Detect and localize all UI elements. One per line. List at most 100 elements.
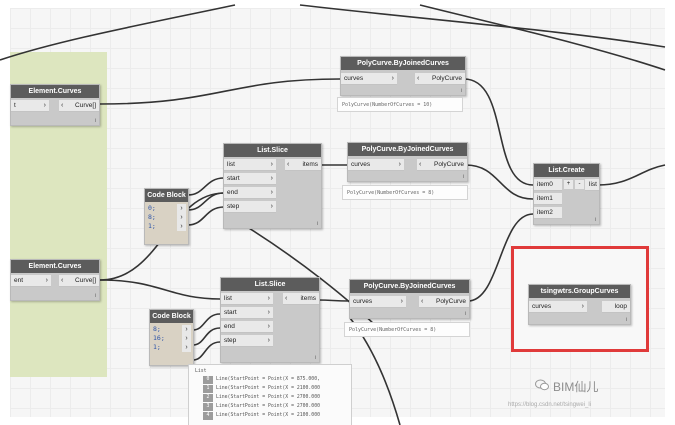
output-port[interactable]: ‹PolyCurve <box>415 73 465 85</box>
chevron-right-icon: › <box>267 309 270 316</box>
wire <box>463 78 534 186</box>
code-line[interactable]: 8; <box>148 213 156 221</box>
chevron-right-icon: › <box>267 337 270 344</box>
node-title: Code Block <box>145 189 188 202</box>
chevron-left-icon: ‹ <box>61 277 64 284</box>
code-block-node-bottom[interactable]: Code Block 8; 16; 1; › › › <box>149 309 194 366</box>
code-line[interactable]: 0; <box>148 204 156 212</box>
watermark-brand: BIM仙儿 <box>553 380 599 394</box>
polycurve-node-top[interactable]: PolyCurve.ByJoinedCurves curves› ‹PolyCu… <box>340 56 466 96</box>
chevron-right-icon: › <box>398 161 401 168</box>
code-block-node-top[interactable]: Code Block 0; 8; 1; › › › <box>144 188 189 245</box>
chevron-right-icon: › <box>581 303 584 310</box>
node-info-icon: i <box>625 317 627 323</box>
wire <box>99 78 341 105</box>
wechat-icon <box>535 379 549 391</box>
node-info-icon: i <box>94 293 96 299</box>
polycurve-node-bottom[interactable]: PolyCurve.ByJoinedCurves curves› ‹PolyCu… <box>349 279 470 319</box>
wire <box>317 299 350 302</box>
chevron-right-icon: › <box>391 75 394 82</box>
chevron-right-icon: › <box>270 203 273 210</box>
output-port-arrow-icon[interactable]: › <box>177 222 186 231</box>
chevron-right-icon: › <box>45 277 48 284</box>
output-port-arrow-icon[interactable]: › <box>177 213 186 222</box>
node-info-icon: i <box>464 311 466 317</box>
node-title: List.Create <box>534 164 599 177</box>
element-curves-node-bottom[interactable]: Element.Curves ent› ‹Curve[] i <box>10 259 100 301</box>
output-port[interactable]: ‹items <box>285 159 321 171</box>
list-create-node[interactable]: List.Create item0 item1 item2 + - list i <box>533 163 600 225</box>
node-title: List.Slice <box>224 144 321 157</box>
node-title: tsingwtrs.GroupCurves <box>529 285 630 298</box>
node-title: Element.Curves <box>11 260 99 273</box>
output-port[interactable]: ‹PolyCurve <box>417 159 467 171</box>
node-info-icon: i <box>460 88 462 94</box>
list-preview-title: List <box>195 369 207 374</box>
remove-input-button[interactable]: - <box>575 180 584 189</box>
chevron-left-icon: ‹ <box>287 161 290 168</box>
input-port-item0[interactable]: item0 <box>534 179 562 191</box>
input-port[interactable]: curves› <box>529 301 587 313</box>
list-slice-node-bottom[interactable]: List.Slice list› start› end› step› ‹item… <box>220 277 320 363</box>
chevron-left-icon: ‹ <box>421 298 424 305</box>
input-port-list[interactable]: list› <box>224 159 276 171</box>
wire <box>99 279 221 300</box>
input-port-list[interactable]: list› <box>221 293 273 305</box>
polycurve-node-mid[interactable]: PolyCurve.ByJoinedCurves curves› ‹PolyCu… <box>347 142 468 182</box>
wire <box>467 213 534 302</box>
input-port-end[interactable]: end› <box>224 187 276 199</box>
input-port-item1[interactable]: item1 <box>534 193 562 205</box>
code-line[interactable]: 8; <box>153 325 161 333</box>
chevron-right-icon: › <box>270 189 273 196</box>
wire <box>192 313 221 331</box>
code-line[interactable]: 1; <box>153 343 161 351</box>
input-port[interactable]: curves› <box>350 296 406 308</box>
output-port[interactable]: ‹Curve[] <box>59 100 99 112</box>
node-title: PolyCurve.ByJoinedCurves <box>348 143 467 156</box>
input-port-start[interactable]: start› <box>224 173 276 185</box>
wire <box>187 206 225 226</box>
list-slice-node-top[interactable]: List.Slice list› start› end› step› ‹item… <box>223 143 322 229</box>
input-port-step[interactable]: step› <box>224 201 276 213</box>
wire <box>192 327 221 346</box>
node-info-icon: i <box>316 221 318 227</box>
code-line[interactable]: 16; <box>153 334 165 342</box>
node-title: Element.Curves <box>11 85 99 98</box>
node-info-icon: i <box>462 174 464 180</box>
output-port[interactable]: list <box>585 179 599 191</box>
input-port[interactable]: curves› <box>341 73 397 85</box>
output-port[interactable]: ‹items <box>283 293 319 305</box>
input-port[interactable]: ent› <box>11 275 51 287</box>
code-line[interactable]: 1; <box>148 222 156 230</box>
node-title: List.Slice <box>221 278 319 291</box>
element-curves-node-top[interactable]: Element.Curves t› ‹Curve[] i <box>10 84 100 126</box>
input-port-item2[interactable]: item2 <box>534 207 562 219</box>
node-title: Code Block <box>150 310 193 323</box>
output-port-arrow-icon[interactable]: › <box>182 343 191 352</box>
chevron-left-icon: ‹ <box>61 102 64 109</box>
output-port-arrow-icon[interactable]: › <box>177 204 186 213</box>
node-info-icon: i <box>314 355 316 361</box>
add-input-button[interactable]: + <box>564 180 573 189</box>
input-port-start[interactable]: start› <box>221 307 273 319</box>
chevron-right-icon: › <box>267 323 270 330</box>
group-curves-node[interactable]: tsingwtrs.GroupCurves curves› loop i <box>528 284 631 325</box>
node-info-icon: i <box>594 217 596 223</box>
output-port[interactable]: ‹Curve[] <box>59 275 99 287</box>
output-port-arrow-icon[interactable]: › <box>182 334 191 343</box>
input-port[interactable]: curves› <box>348 159 404 171</box>
input-port[interactable]: t› <box>11 100 49 112</box>
input-port-step[interactable]: step› <box>221 335 273 347</box>
input-port-end[interactable]: end› <box>221 321 273 333</box>
output-port-arrow-icon[interactable]: › <box>182 325 191 334</box>
output-port[interactable]: loop <box>602 301 630 313</box>
output-port[interactable]: ‹PolyCurve <box>419 296 469 308</box>
preview-bubble: PolyCurve(NumberOfCurves = 8) <box>342 185 468 200</box>
